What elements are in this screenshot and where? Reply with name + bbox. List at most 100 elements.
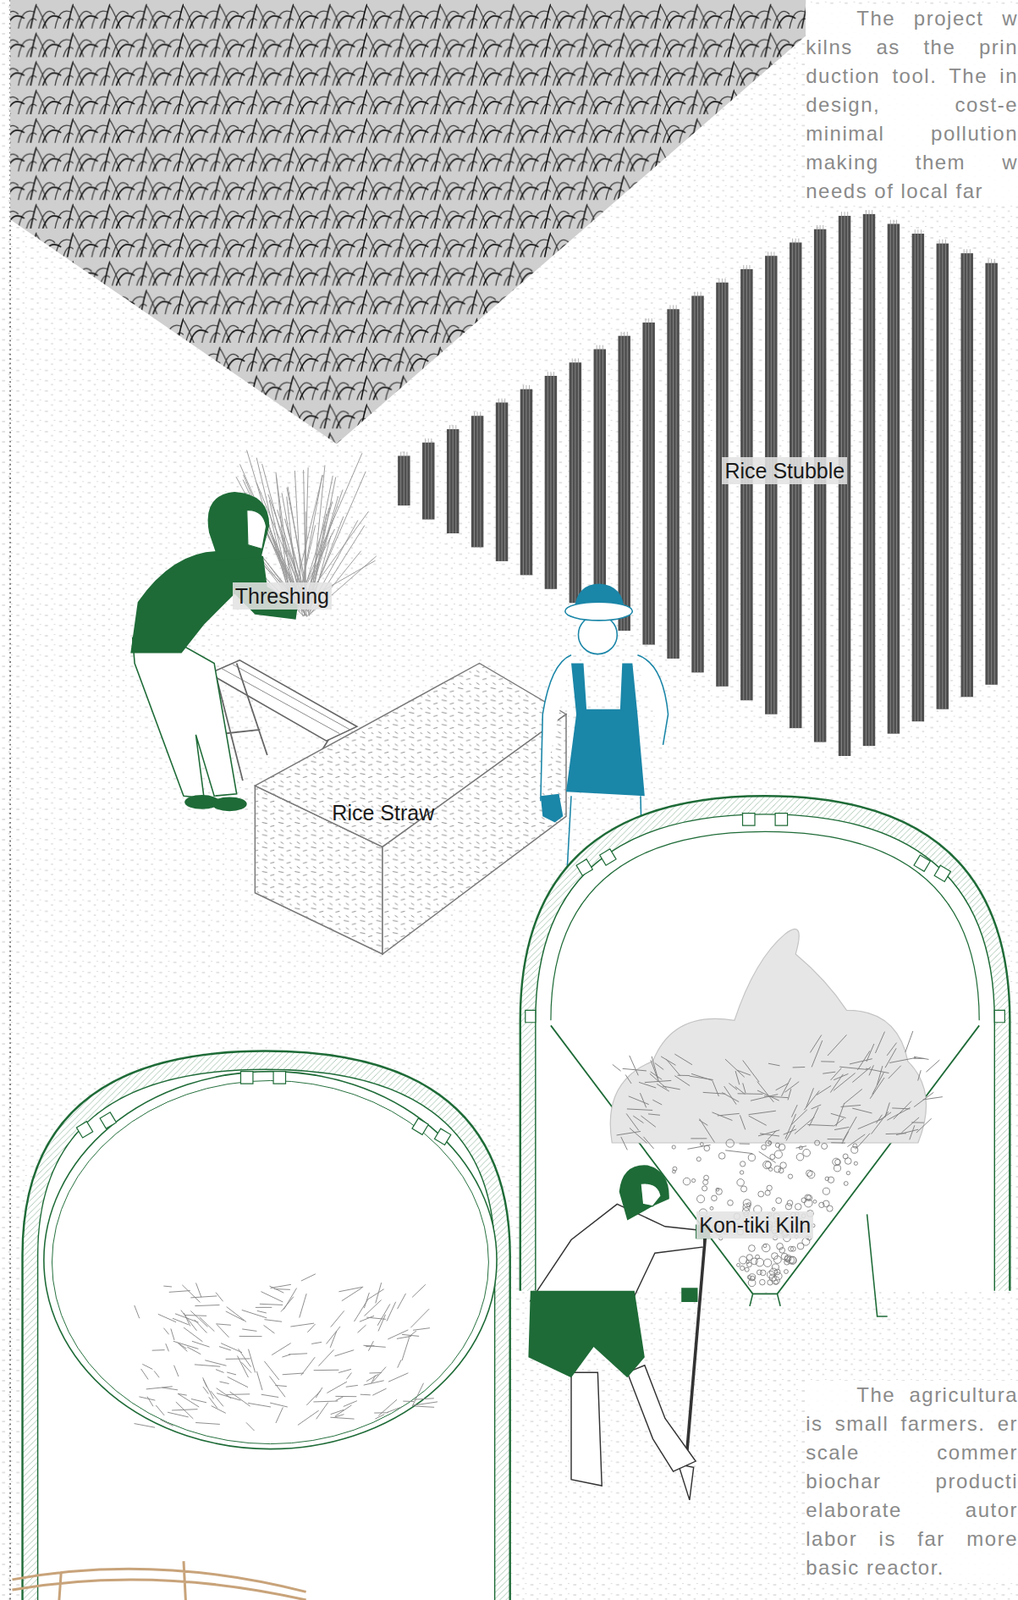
kon-tiki-kiln-part-part	[414, 1405, 435, 1407]
kon-tiki-kiln-part-part	[297, 1409, 320, 1425]
kon-tiki-kiln-part-part	[363, 1292, 369, 1308]
kon-tiki-kiln-part-part	[755, 1254, 760, 1259]
kon-tiki-kiln-part-part	[853, 1161, 858, 1165]
kon-tiki-kiln-part-part	[386, 1301, 397, 1321]
threshing-worker-part	[208, 491, 270, 561]
stubble-row-part	[917, 229, 919, 721]
kon-tiki-kiln-part-part	[397, 1359, 402, 1367]
kon-tiki-kiln-part-part	[839, 1066, 867, 1069]
kon-tiki-kiln-part-part	[741, 1185, 748, 1192]
kon-tiki-kiln-part-part	[737, 1069, 751, 1075]
stubble-row-part	[430, 438, 432, 520]
kon-tiki-kiln-part-part	[748, 1278, 756, 1287]
farmer-part	[540, 654, 669, 801]
kon-tiki-kiln-part-part	[842, 1153, 848, 1159]
kon-tiki-kiln-part	[22, 1051, 511, 1600]
kon-tiki-kiln-part-part	[834, 1126, 849, 1129]
stubble-row-part	[963, 248, 965, 697]
stubble-row-part	[627, 331, 628, 631]
kon-tiki-kiln-part-part	[346, 1372, 353, 1380]
kon-tiki-kiln-part-part	[784, 1269, 789, 1274]
kon-tiki-kiln-part-part	[643, 1136, 654, 1149]
kon-tiki-kiln-part	[612, 1030, 943, 1163]
threshing-worker-part	[212, 796, 248, 811]
kon-tiki-kiln-part-part	[788, 1256, 797, 1265]
kon-tiki-kiln-part-part	[796, 1152, 804, 1160]
stubble-row	[569, 357, 582, 603]
kiln-worker-part	[571, 1371, 602, 1486]
kon-tiki-kiln-part-part	[242, 1361, 253, 1372]
kon-tiki-kiln-part-part	[827, 1034, 847, 1056]
threshing-worker-part	[247, 510, 267, 550]
kon-tiki-kiln-part-part	[632, 1115, 644, 1123]
kon-tiki-kiln-part-part	[758, 1129, 780, 1136]
kon-tiki-kiln-part-part	[821, 1142, 828, 1149]
kon-tiki-kiln-part-part	[763, 1258, 771, 1266]
stubble-row	[471, 411, 484, 547]
kon-tiki-kiln-part-part	[696, 1156, 701, 1162]
kon-tiki-kiln-part-part	[211, 1405, 226, 1414]
kon-tiki-kiln-part-part	[271, 1342, 291, 1355]
stubble-row-part	[914, 229, 916, 721]
stubble-row-part	[577, 357, 579, 603]
kon-tiki-kiln-part-part	[412, 1283, 426, 1297]
kon-tiki-kiln-part-part	[866, 1043, 875, 1062]
stubble-row	[617, 331, 630, 631]
part-label: Rice Straw	[329, 798, 437, 826]
kon-tiki-kiln-part-part	[742, 1199, 751, 1207]
kon-tiki-kiln-part-part	[725, 1150, 753, 1154]
kon-tiki-kiln-part-part	[175, 1313, 199, 1322]
kon-tiki-kiln-part-part	[811, 1104, 822, 1109]
kon-tiki-kiln-part-part	[869, 1064, 874, 1075]
kon-tiki-kiln-part-part	[740, 1161, 746, 1167]
kon-tiki-kiln-part-part	[739, 1170, 743, 1174]
kon-tiki-kiln-part-part	[612, 1063, 622, 1071]
stubble-row-part	[553, 371, 555, 589]
stubble-row-part	[693, 291, 695, 673]
kon-tiki-kiln-part-part	[689, 1075, 714, 1079]
kon-tiki-kiln-part-part	[748, 1153, 755, 1161]
kon-tiki-kiln-part-part	[239, 1335, 263, 1337]
kon-tiki-kiln-part-part	[173, 1340, 199, 1349]
kon-tiki-kiln-part-part	[844, 1088, 863, 1103]
kon-tiki-kiln-part-part	[199, 1316, 215, 1332]
stubble-row-part	[501, 398, 503, 562]
kon-tiki-kiln-part-part	[335, 1349, 355, 1356]
kon-tiki-kiln-part-part	[781, 1077, 791, 1096]
kon-tiki-kiln-part-part	[209, 1396, 218, 1408]
kon-tiki-kiln-part-part	[226, 1306, 247, 1322]
stubble-row-part	[479, 411, 481, 547]
stubble-row-part	[424, 438, 426, 520]
kon-tiki-kiln-part-part	[757, 1089, 780, 1101]
kon-tiki-kiln-part-part	[742, 1060, 760, 1083]
stubble-row-part	[869, 209, 870, 746]
rice-straw-bale-part	[254, 662, 567, 954]
kon-tiki-kiln-part-part	[167, 1411, 189, 1417]
kon-tiki-kiln-part-part	[699, 1142, 704, 1146]
farmer-part	[577, 615, 617, 655]
kon-tiki-kiln-part-part	[820, 1060, 835, 1062]
stubble-row-part	[525, 385, 527, 575]
stubble-row-part	[452, 424, 454, 534]
kon-tiki-kiln-part-part	[775, 1082, 789, 1090]
kon-tiki-kiln-part-part	[215, 1369, 225, 1373]
part-label: Kon-tiki Kiln	[696, 1210, 814, 1239]
kon-tiki-kiln-part-part	[177, 1392, 199, 1407]
kon-tiki-kiln-part-part	[648, 1113, 661, 1115]
kon-tiki-kiln-part-part	[759, 1269, 766, 1276]
kon-tiki-kiln-part-part	[822, 1187, 830, 1195]
stubble-row-part	[522, 385, 524, 575]
kon-tiki-kiln-part-part	[671, 1144, 676, 1149]
stubble-row-part	[890, 220, 892, 734]
kon-tiki-kiln-part-part	[851, 1145, 859, 1153]
kon-tiki-kiln	[22, 1051, 511, 1600]
kon-tiki-kiln-part-part	[891, 1106, 910, 1109]
kon-tiki-kiln-part-part	[219, 1381, 229, 1384]
kon-tiki-kiln-part-part	[134, 1304, 140, 1318]
kon-tiki-kiln-part-part	[913, 1057, 925, 1059]
kon-tiki-kiln-part-part	[626, 1112, 639, 1130]
kon-tiki-kiln-part-part	[665, 1058, 681, 1076]
kon-tiki-kiln-part-part	[833, 1073, 856, 1091]
kon-tiki-kiln-part	[51, 1079, 489, 1443]
kon-tiki-kiln-part-part	[364, 1299, 382, 1316]
